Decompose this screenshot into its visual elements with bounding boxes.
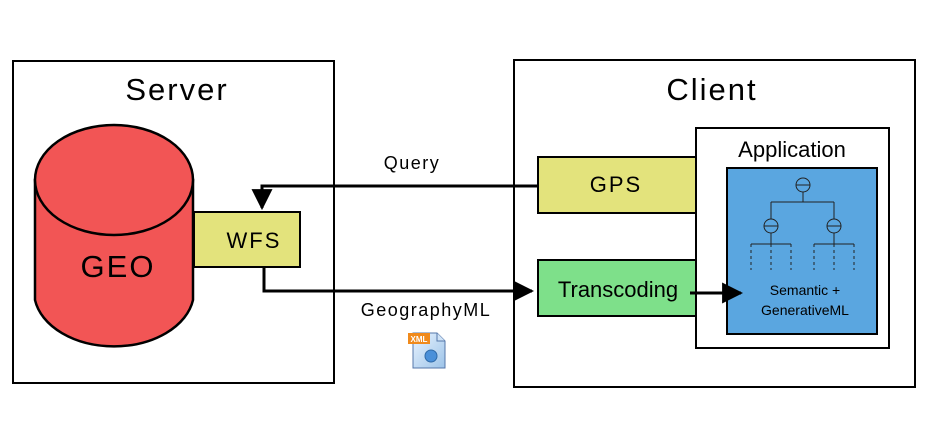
tree-caption-line2: GenerativeML	[761, 302, 849, 318]
application-box: Application	[695, 127, 890, 349]
gps-label: GPS	[590, 172, 642, 197]
gps-box: GPS	[537, 156, 697, 214]
geo-database: GEO	[33, 123, 195, 348]
xml-file-icon: XML	[408, 332, 446, 369]
client-title: Client	[666, 72, 757, 107]
wfs-box: WFS	[193, 211, 301, 268]
xml-icon-label: XML	[411, 335, 428, 344]
query-label: Query	[384, 153, 441, 173]
wfs-label: WFS	[227, 228, 282, 253]
transcoding-box: Transcoding	[537, 259, 697, 317]
semantic-tree-panel: Semantic + GenerativeML	[726, 167, 878, 335]
geographyml-arrow: GeographyML	[262, 267, 535, 320]
transcoding-label: Transcoding	[558, 277, 678, 302]
tree-diagram-icon	[750, 177, 855, 270]
server-title: Server	[125, 72, 228, 107]
geographyml-label: GeographyML	[361, 300, 492, 320]
tree-caption-line1: Semantic +	[770, 282, 840, 298]
database-label: GEO	[81, 249, 156, 284]
query-arrow: Query	[251, 153, 538, 211]
application-title: Application	[738, 137, 846, 162]
